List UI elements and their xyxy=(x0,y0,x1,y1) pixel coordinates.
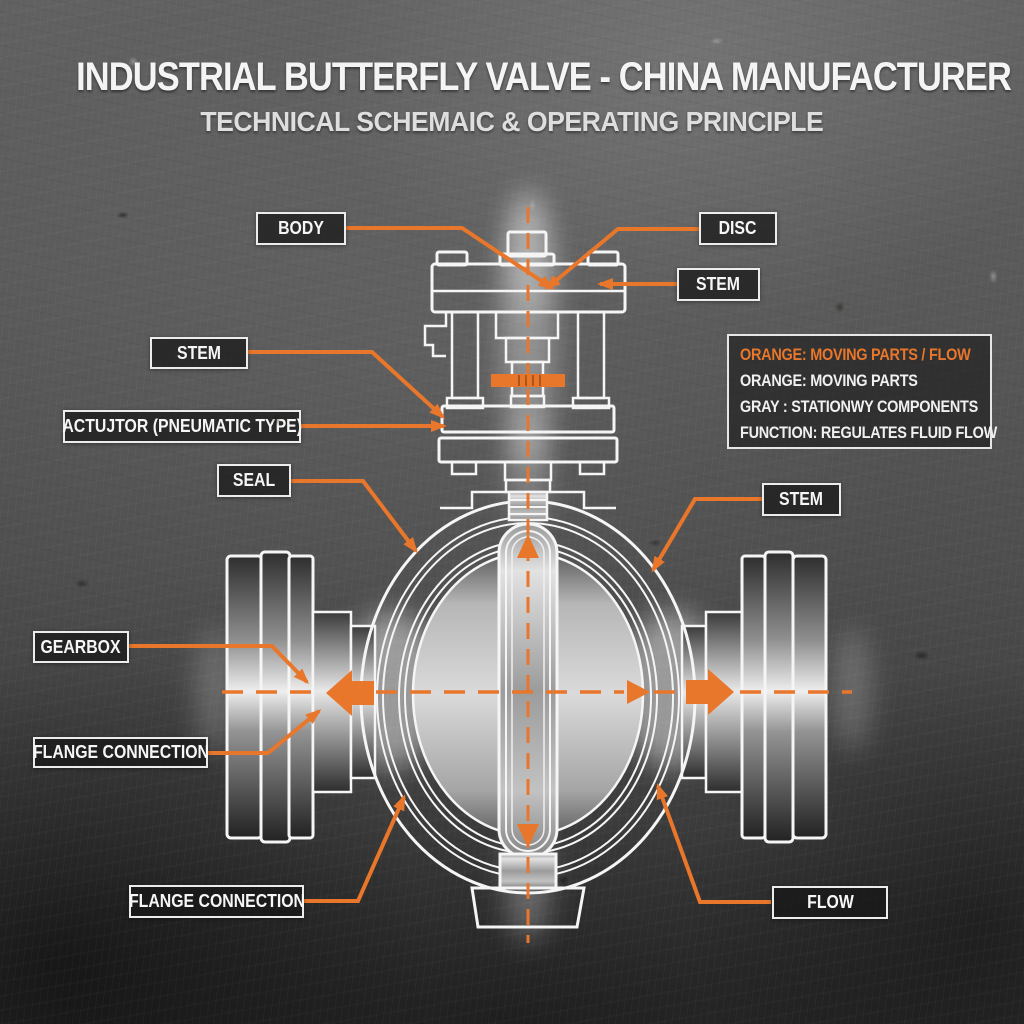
left-flange-stack xyxy=(225,550,377,844)
centerlines xyxy=(222,207,852,943)
label-gearbox: GEARBOX xyxy=(33,631,129,663)
right-flange-stack xyxy=(680,550,828,844)
flow-arrows xyxy=(326,534,734,848)
label-seal: SEAL xyxy=(217,464,291,497)
legend-line-4: FUNCTION: REGULATES FLUID FLOW xyxy=(740,423,997,442)
leader-flange-bottom xyxy=(304,794,406,903)
label-flange-left: FLANGE CONNECTION xyxy=(33,737,209,768)
label-stem-right: STEM xyxy=(762,483,841,516)
label-disc: DISC xyxy=(699,212,777,245)
flow-arrow-left xyxy=(326,670,374,716)
label-flange-bottom: FLANGE CONNECTION xyxy=(129,885,305,918)
legend-box: ORANGE: MOVING PARTS / FLOW ORANGE: MOVI… xyxy=(727,334,997,449)
page-subtitle: TECHNICAL SCHEMAIC & OPERATING PRINCIPLE xyxy=(200,106,824,137)
page-title: INDUSTRIAL BUTTERFLY VALVE - CHINA MANUF… xyxy=(76,55,1012,99)
legend-line-3: GRAY : STATIONWY COMPONENTS xyxy=(740,397,978,416)
leader-body xyxy=(346,226,555,290)
actuator-position-indicator xyxy=(491,374,565,387)
legend-line-2: ORANGE: MOVING PARTS xyxy=(740,371,918,390)
flow-arrow-right xyxy=(686,669,734,715)
label-stem-top-right: STEM xyxy=(677,268,760,301)
leader-stem-left xyxy=(248,350,446,420)
flow-arrow-up xyxy=(517,534,539,558)
label-actuator: ACTUJTOR (PNEUMATIC TYPE) xyxy=(62,410,302,443)
leader-lines xyxy=(129,226,771,904)
leader-flow xyxy=(656,783,771,904)
label-body: BODY xyxy=(256,212,346,245)
leader-gearbox xyxy=(129,644,310,685)
label-stem-left: STEM xyxy=(150,337,248,369)
leader-disc xyxy=(544,227,699,290)
leader-stem-right xyxy=(651,497,762,573)
leader-flange-left xyxy=(208,709,322,755)
legend-line-1: ORANGE: MOVING PARTS / FLOW xyxy=(740,345,971,364)
flow-arrow-down xyxy=(517,824,539,848)
label-flow: FLOW xyxy=(772,886,888,919)
leader-seal xyxy=(291,479,418,554)
flow-arrow-mid xyxy=(627,680,650,704)
